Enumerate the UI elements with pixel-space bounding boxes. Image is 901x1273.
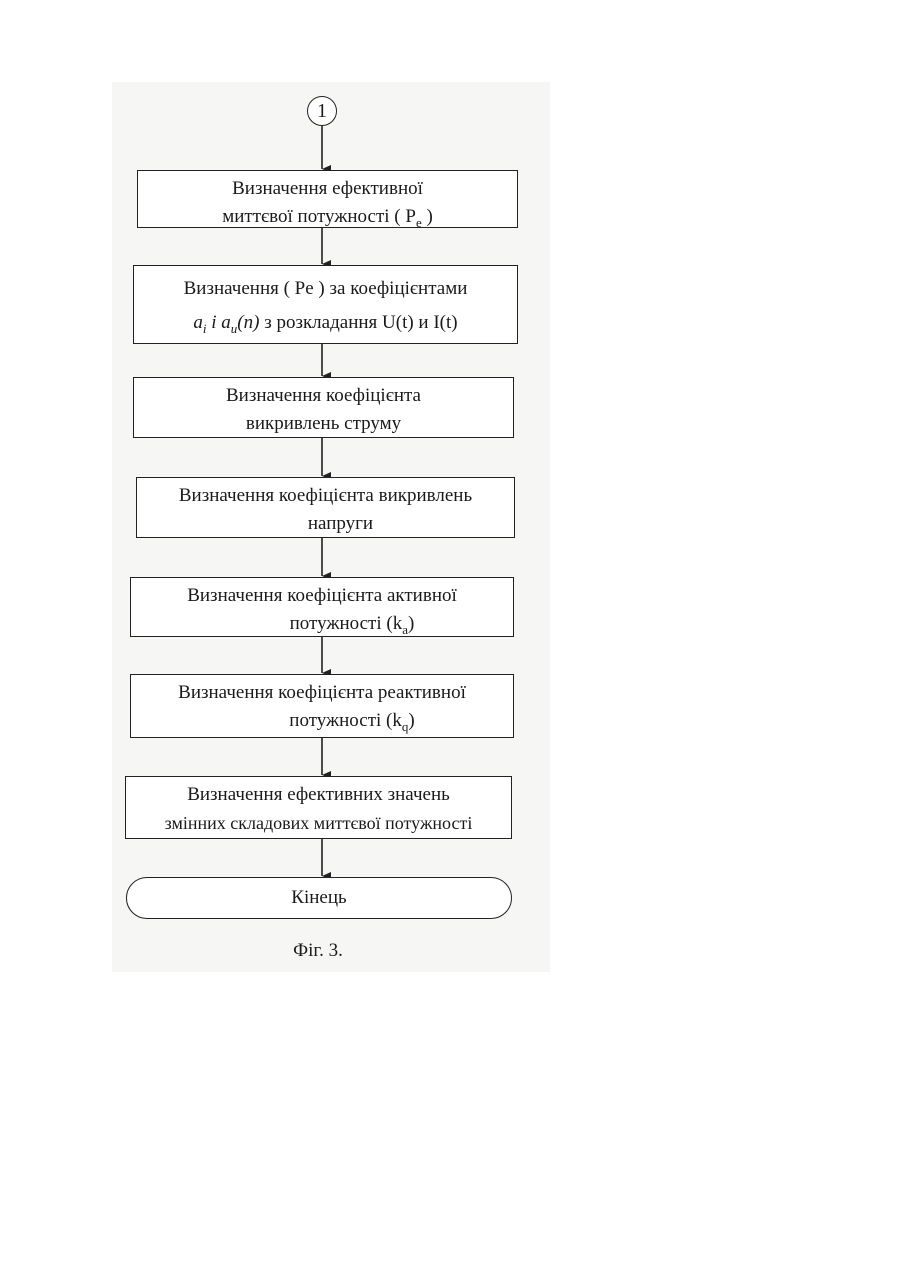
- step-box-2: Визначення ( Pe ) за коефіцієнтами ai i …: [133, 265, 518, 344]
- step-7-line-2: змінних складових миттєвої потужності: [126, 809, 511, 837]
- step-box-5: Визначення коефіцієнта активної потужнос…: [130, 577, 514, 637]
- step-1-subscript: e: [416, 215, 422, 230]
- start-connector-label: 1: [317, 100, 327, 123]
- step-box-6: Визначення коефіцієнта реактивної потужн…: [130, 674, 514, 738]
- step-2-line-1: Визначення ( Pe ) за коефіцієнтами: [134, 272, 517, 306]
- step-7-line-1: Визначення ефективних значень: [126, 781, 511, 809]
- step-4-line-2: напруги: [137, 510, 514, 538]
- step-5-subscript: a: [402, 622, 408, 637]
- step-2-line-2: ai i au(n) з розкладання U(t) и I(t): [134, 306, 517, 341]
- step-4-line-1: Визначення коефіцієнта викривлень: [137, 482, 514, 510]
- step-6-line-2: потужності (kq): [131, 707, 513, 736]
- step-6-line-1: Визначення коефіцієнта реактивної: [131, 679, 513, 707]
- step-6-subscript: q: [402, 719, 409, 734]
- start-connector-circle: 1: [307, 96, 337, 126]
- step-3-line-2: викривлень струму: [134, 410, 513, 438]
- figure-caption: Фіг. 3.: [278, 940, 358, 962]
- step-1-line-2: миттєвої потужності ( Pe ): [138, 203, 517, 232]
- step-box-1: Визначення ефективної миттєвої потужност…: [137, 170, 518, 228]
- step-5-line-1: Визначення коефіцієнта активної: [131, 582, 513, 610]
- step-5-line-2: потужності (ka): [131, 610, 513, 639]
- end-terminal: Кінець: [126, 877, 512, 919]
- step-box-4: Визначення коефіцієнта викривлень напруг…: [136, 477, 515, 538]
- end-terminal-label: Кінець: [291, 887, 346, 909]
- step-box-3: Визначення коефіцієнта викривлень струму: [133, 377, 514, 438]
- step-3-line-1: Визначення коефіцієнта: [134, 382, 513, 410]
- step-1-line-1: Визначення ефективної: [138, 175, 517, 203]
- step-box-7: Визначення ефективних значень змінних ск…: [125, 776, 512, 839]
